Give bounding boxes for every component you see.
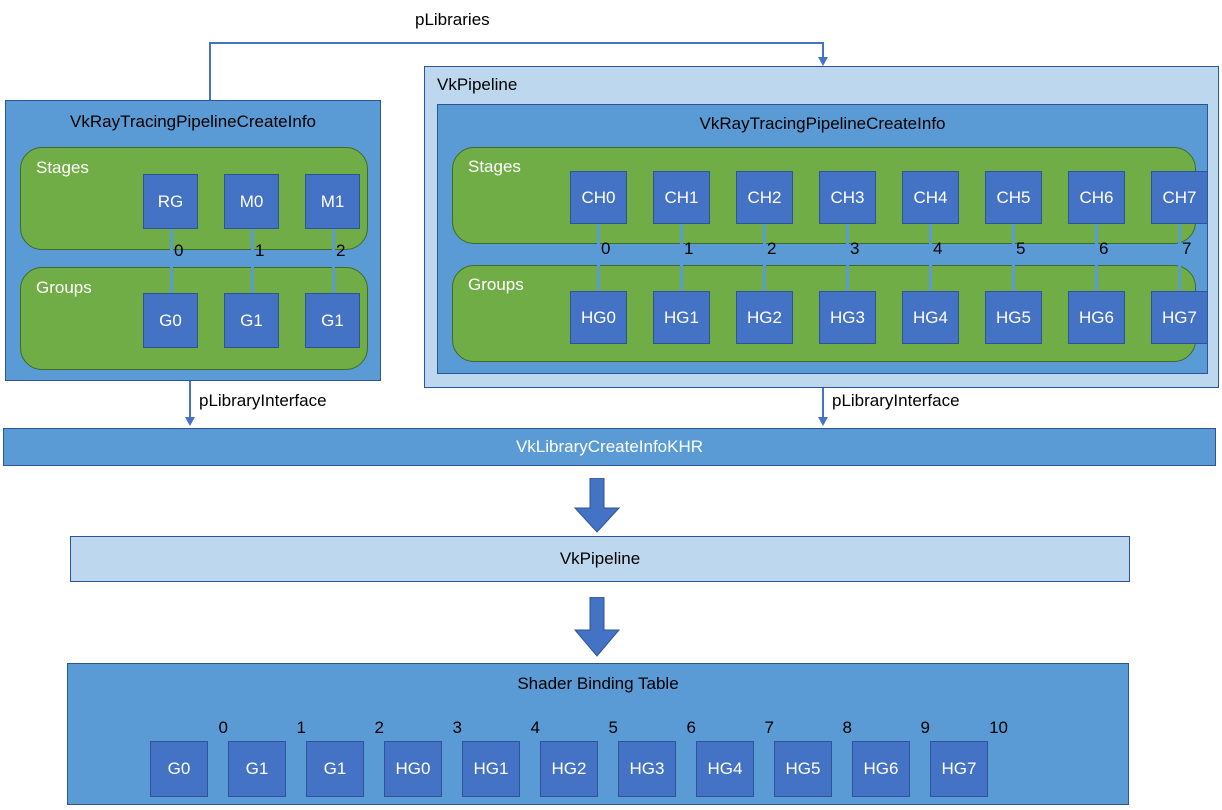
right-group-box[interactable]: HG1: [653, 291, 710, 344]
sbt-entry-box[interactable]: HG3: [618, 741, 676, 797]
right-index-label: 3: [850, 239, 860, 258]
sbt-index-label: 2: [374, 718, 384, 737]
right-group-box[interactable]: HG4: [902, 291, 959, 344]
right-index-label: 6: [1099, 239, 1109, 258]
right-connector: [597, 224, 600, 292]
plibraries-arrowhead-icon: [818, 57, 828, 66]
sbt-index-label: 1: [296, 718, 306, 737]
sbt-index-label: 4: [530, 718, 540, 737]
right-stage-box[interactable]: CH2: [736, 171, 793, 224]
plibraryinterface-right-line: [822, 388, 824, 418]
sbt-index-label: 5: [608, 718, 618, 737]
left-connector: [251, 226, 254, 296]
plibraries-line-horizontal: [209, 42, 824, 44]
plibraries-line-vertical-right: [822, 42, 824, 58]
right-connector: [1095, 224, 1098, 292]
left-group-box[interactable]: G1: [305, 293, 360, 348]
right-group-box[interactable]: HG2: [736, 291, 793, 344]
left-connector: [332, 226, 335, 296]
left-group-box[interactable]: G1: [224, 293, 279, 348]
right-stage-box[interactable]: CH0: [570, 171, 627, 224]
sbt-index-label: 6: [686, 718, 696, 737]
edge-label-plibraryinterface-left: pLibraryInterface: [199, 391, 327, 410]
right-group-box[interactable]: HG0: [570, 291, 627, 344]
sbt-entry-box[interactable]: HG4: [696, 741, 754, 797]
sbt-index-label: 3: [452, 718, 462, 737]
sbt-entry-box[interactable]: HG1: [462, 741, 520, 797]
right-connector: [1012, 224, 1015, 292]
block-arrow-down-icon-1: [573, 478, 621, 533]
right-vkpipeline-title: VkPipeline: [437, 75, 518, 94]
right-index-label: 1: [684, 239, 694, 258]
left-stage-box[interactable]: M0: [224, 174, 279, 229]
left-connector: [170, 226, 173, 296]
plibraryinterface-left-line: [189, 381, 191, 418]
sbt-entry-box[interactable]: G1: [228, 741, 286, 797]
plibraryinterface-left-arrowhead-icon: [185, 417, 195, 426]
left-group-box[interactable]: G0: [143, 293, 198, 348]
left-index-label: 2: [336, 241, 346, 260]
vklibrarycreateinfokhr-label: VkLibraryCreateInfoKHR: [515, 437, 704, 456]
sbt-entry-box[interactable]: HG2: [540, 741, 598, 797]
sbt-index-label: 0: [218, 718, 228, 737]
right-connector: [680, 224, 683, 292]
left-index-label: 1: [255, 241, 265, 260]
right-group-box[interactable]: HG3: [819, 291, 876, 344]
left-groups-label: Groups: [36, 278, 92, 297]
plibraries-line-vertical-left: [209, 42, 211, 106]
plibraryinterface-right-arrowhead-icon: [818, 417, 828, 426]
sbt-entry-box[interactable]: G1: [306, 741, 364, 797]
right-group-box[interactable]: HG5: [985, 291, 1042, 344]
right-stage-box[interactable]: CH7: [1151, 171, 1208, 224]
right-stages-label: Stages: [468, 157, 521, 176]
right-stage-box[interactable]: CH5: [985, 171, 1042, 224]
right-vkpipeline-box: VkPipeline VkRayTracingPipelineCreateInf…: [424, 66, 1219, 388]
sbt-entry-box[interactable]: HG6: [852, 741, 910, 797]
sbt-index-label: 7: [764, 718, 774, 737]
right-connector: [929, 224, 932, 292]
vkpipeline-result-label: VkPipeline: [559, 549, 641, 568]
left-stage-box[interactable]: RG: [143, 174, 198, 229]
edge-label-plibraryinterface-right: pLibraryInterface: [832, 391, 960, 410]
right-connector: [1178, 224, 1181, 292]
right-group-box[interactable]: HG7: [1151, 291, 1208, 344]
left-library-create-info-box: VkRayTracingPipelineCreateInfo Stages Gr…: [5, 100, 381, 381]
sbt-index-label: 9: [920, 718, 930, 737]
right-index-label: 5: [1016, 239, 1026, 258]
right-index-label: 2: [767, 239, 777, 258]
shader-binding-table-box: Shader Binding Table 0 G0 1 G1 2 G1 3 HG…: [67, 663, 1129, 805]
sbt-index-label: 8: [842, 718, 852, 737]
right-group-box[interactable]: HG6: [1068, 291, 1125, 344]
right-library-create-info-box: VkRayTracingPipelineCreateInfo Stages Gr…: [437, 104, 1208, 374]
sbt-index-label: 10: [989, 718, 1008, 737]
edge-label-plibraries: pLibraries: [415, 10, 490, 29]
right-index-label: 7: [1182, 239, 1192, 258]
sbt-entry-box[interactable]: G0: [150, 741, 208, 797]
right-stage-box[interactable]: CH3: [819, 171, 876, 224]
left-library-title: VkRayTracingPipelineCreateInfo: [70, 112, 316, 131]
right-stage-box[interactable]: CH1: [653, 171, 710, 224]
right-stage-box[interactable]: CH6: [1068, 171, 1125, 224]
shader-binding-table-title: Shader Binding Table: [517, 674, 679, 693]
sbt-entry-box[interactable]: HG0: [384, 741, 442, 797]
sbt-entry-box[interactable]: HG7: [930, 741, 988, 797]
right-groups-label: Groups: [468, 275, 524, 294]
right-connector: [763, 224, 766, 292]
sbt-entry-box[interactable]: HG5: [774, 741, 832, 797]
right-connector: [846, 224, 849, 292]
right-index-label: 0: [601, 239, 611, 258]
left-stages-label: Stages: [36, 158, 89, 177]
block-arrow-down-icon-2: [573, 597, 621, 657]
right-stage-box[interactable]: CH4: [902, 171, 959, 224]
vklibrarycreateinfokhr-bar[interactable]: VkLibraryCreateInfoKHR: [3, 428, 1216, 466]
vkpipeline-result-bar[interactable]: VkPipeline: [70, 536, 1130, 582]
right-library-title: VkRayTracingPipelineCreateInfo: [699, 114, 946, 133]
right-index-label: 4: [933, 239, 943, 258]
left-stage-box[interactable]: M1: [305, 174, 360, 229]
left-index-label: 0: [174, 241, 184, 260]
